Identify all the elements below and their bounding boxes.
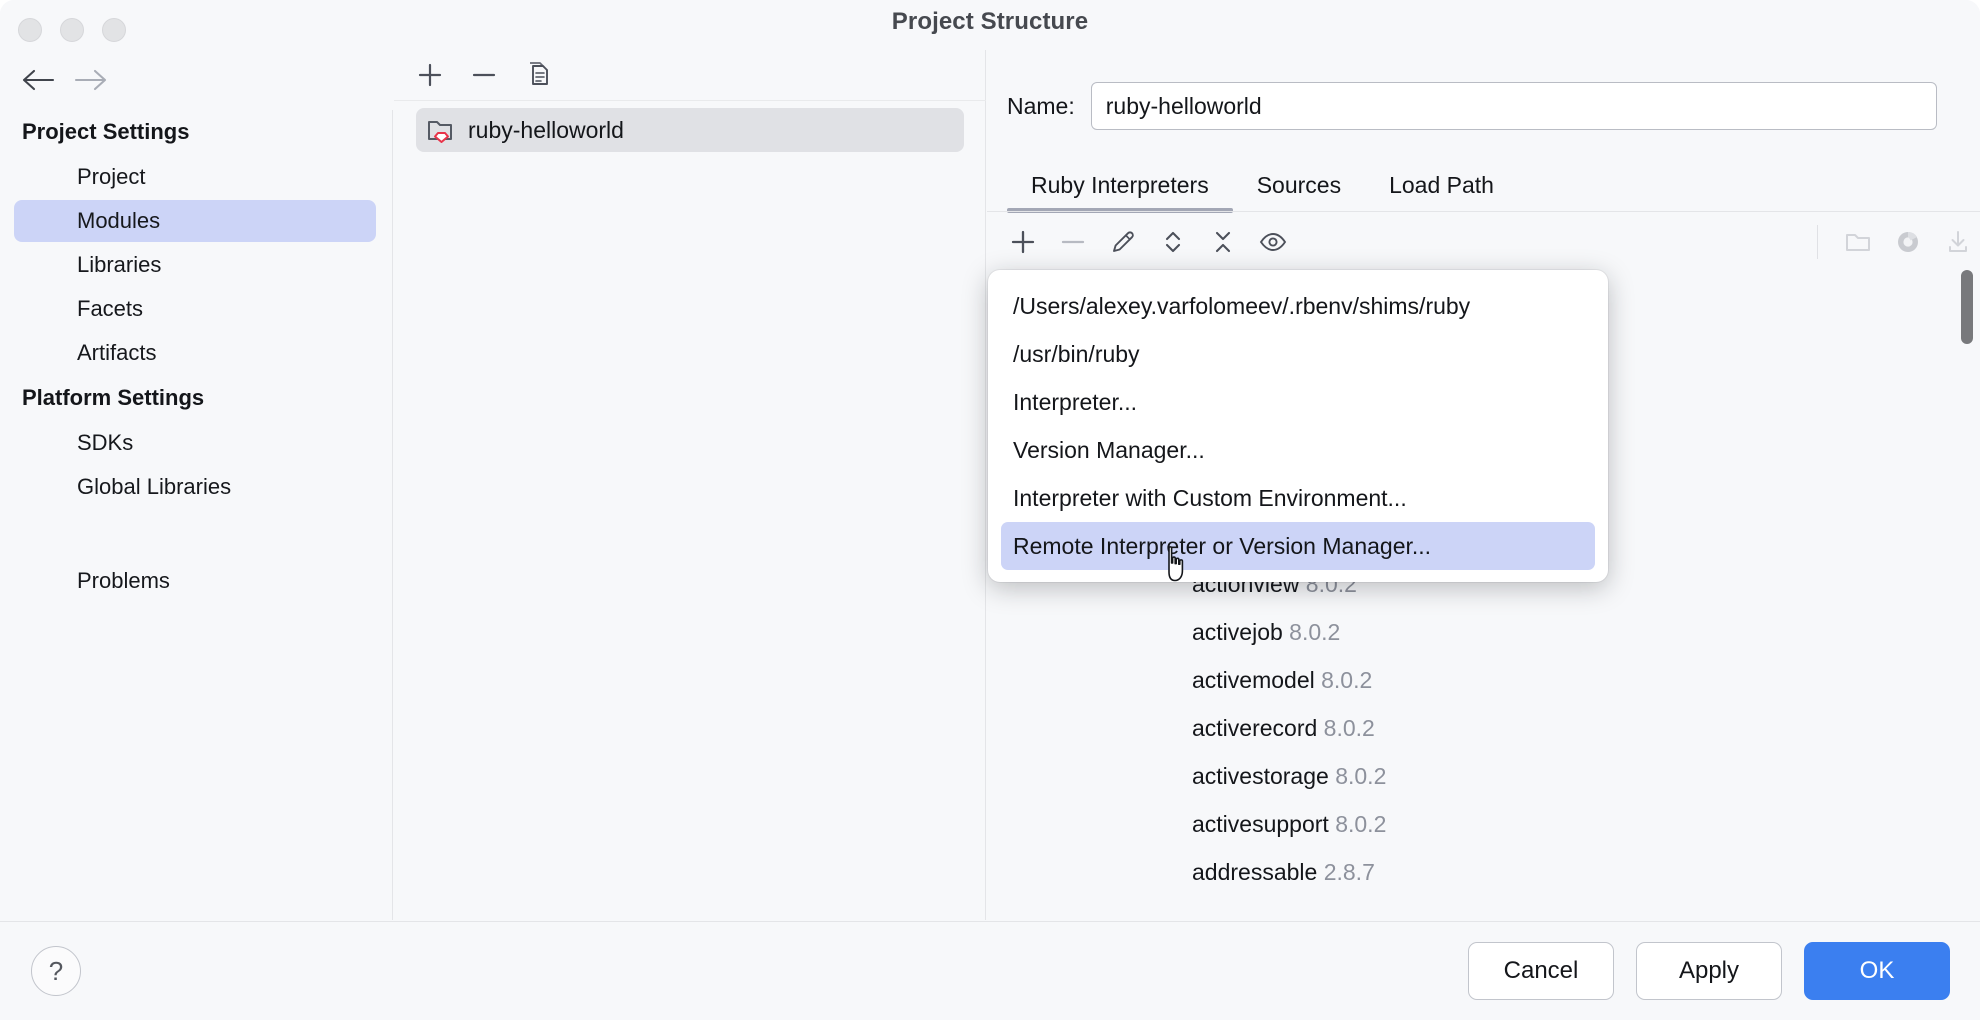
back-arrow-icon[interactable] (18, 62, 60, 98)
name-field-label: Name: (1007, 92, 1075, 119)
sidebar-item-sdks[interactable]: SDKs (77, 430, 134, 455)
sidebar-item-project[interactable]: Project (77, 164, 146, 189)
popup-item-rbenv-shims-ruby[interactable]: /Users/alexey.varfolomeev/.rbenv/shims/r… (1013, 293, 1471, 319)
module-list-item[interactable]: ruby-helloworld (416, 108, 964, 152)
gem-name: activerecord (1192, 715, 1318, 741)
remove-module-button[interactable] (462, 55, 506, 95)
show-hidden-eye-button[interactable] (1251, 222, 1295, 262)
gem-name: addressable (1192, 859, 1318, 885)
gem-name: activesupport (1192, 811, 1329, 837)
gem-version: 8.0.2 (1323, 715, 1375, 741)
sidebar-group-project-settings: Project Settings (22, 119, 190, 144)
gem-row[interactable]: activemodel 8.0.2 (987, 656, 1980, 704)
ok-button[interactable]: OK (1804, 942, 1950, 1000)
toolbar-separator (1817, 224, 1818, 259)
download-gems-button[interactable] (1936, 222, 1980, 262)
gem-version: 8.0.2 (1289, 619, 1341, 645)
modules-toolbar (394, 50, 986, 101)
gem-version: 2.8.7 (1323, 859, 1375, 885)
add-interpreter-button[interactable] (1001, 222, 1045, 262)
sidebar-item-problems[interactable]: Problems (77, 568, 170, 593)
gem-row[interactable]: activejob 8.0.2 (987, 608, 1980, 656)
cancel-button[interactable]: Cancel (1468, 942, 1614, 1000)
add-interpreter-popup-menu: /Users/alexey.varfolomeev/.rbenv/shims/r… (988, 270, 1608, 582)
tab-ruby-interpreters[interactable]: Ruby Interpreters (1007, 172, 1233, 213)
module-name-row: Name: (987, 82, 1937, 130)
help-button[interactable]: ? (31, 946, 81, 996)
popup-item-usr-bin-ruby[interactable]: /usr/bin/ruby (1013, 341, 1140, 367)
gem-icon-button[interactable] (1886, 222, 1930, 262)
tab-load-path[interactable]: Load Path (1389, 172, 1494, 198)
sidebar-item-modules[interactable]: Modules (14, 200, 376, 242)
navigation-bar (0, 60, 395, 100)
settings-sidebar: Project Settings Project Modules Librari… (0, 110, 393, 920)
apply-button[interactable]: Apply (1636, 942, 1782, 1000)
popup-item-remote-interpreter-or-version-manager[interactable]: Remote Interpreter or Version Manager... (1001, 522, 1595, 570)
module-name-label: ruby-helloworld (468, 116, 624, 143)
sidebar-spacer (0, 510, 392, 558)
edit-interpreter-button[interactable] (1101, 222, 1145, 262)
gem-name: activejob (1192, 619, 1283, 645)
gem-name: activestorage (1192, 763, 1329, 789)
window-close-button[interactable] (18, 18, 42, 42)
popup-item-interpreter[interactable]: Interpreter... (1013, 389, 1138, 415)
window-minimize-button[interactable] (60, 18, 84, 42)
open-folder-button[interactable] (1836, 222, 1880, 262)
gem-version: 8.0.2 (1335, 763, 1387, 789)
sidebar-item-global-libraries[interactable]: Global Libraries (77, 474, 232, 499)
gems-list-scrollbar[interactable] (1961, 270, 1973, 344)
modules-list: ruby-helloworld (394, 102, 986, 152)
collapse-all-button[interactable] (1201, 222, 1245, 262)
mouse-cursor (1160, 545, 1198, 589)
popup-item-version-manager[interactable]: Version Manager... (1013, 437, 1205, 463)
tab-sources[interactable]: Sources (1256, 172, 1342, 198)
gem-row[interactable]: addressable 2.8.7 (987, 848, 1980, 896)
interpreters-toolbar (987, 215, 1980, 268)
details-tab-bar: Ruby Interpreters Sources Load Path (1007, 160, 1518, 213)
add-module-button[interactable] (408, 55, 452, 95)
tab-bar-divider (987, 211, 1980, 212)
gem-row[interactable]: activestorage 8.0.2 (987, 752, 1980, 800)
window-title: Project Structure (891, 8, 1089, 35)
window-maximize-button[interactable] (102, 18, 126, 42)
module-name-input[interactable] (1090, 82, 1937, 130)
modules-panel: ruby-helloworld (394, 50, 986, 920)
sidebar-item-artifacts[interactable]: Artifacts (77, 340, 157, 365)
popup-item-interpreter-custom-environment[interactable]: Interpreter with Custom Environment... (1013, 485, 1407, 511)
gem-version: 8.0.2 (1335, 811, 1387, 837)
expand-all-button[interactable] (1151, 222, 1195, 262)
gem-name: activemodel (1192, 667, 1315, 693)
folder-ruby-icon (426, 116, 456, 144)
sidebar-group-platform-settings: Platform Settings (22, 385, 205, 410)
gem-row[interactable]: activerecord 8.0.2 (987, 704, 1980, 752)
forward-arrow-icon[interactable] (70, 62, 112, 98)
remove-interpreter-button[interactable] (1051, 222, 1095, 262)
dialog-footer: ? Cancel Apply OK (0, 921, 1980, 1020)
gem-row[interactable]: activesupport 8.0.2 (987, 800, 1980, 848)
copy-module-button[interactable] (516, 55, 560, 95)
gem-version: 8.0.2 (1321, 667, 1373, 693)
sidebar-item-facets[interactable]: Facets (77, 296, 144, 321)
sidebar-item-libraries[interactable]: Libraries (77, 252, 162, 277)
